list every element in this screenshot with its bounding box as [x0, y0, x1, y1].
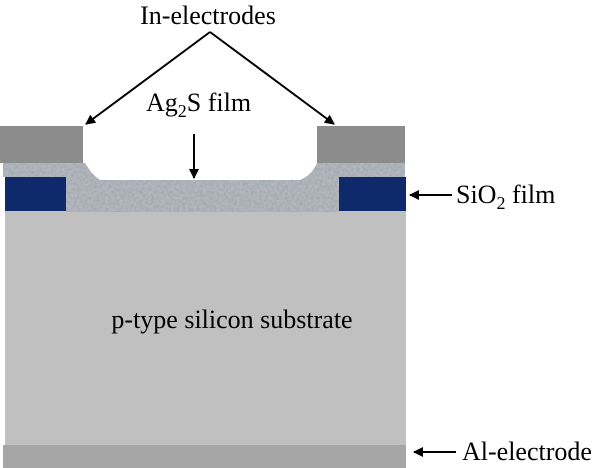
- label-substrate: p-type silicon substrate: [111, 305, 352, 334]
- substrate: [5, 211, 406, 446]
- sio2-left: [5, 177, 66, 211]
- sio2-right: [339, 177, 406, 211]
- in-electrode-left: [0, 126, 83, 163]
- arrow-in-left: [85, 31, 211, 125]
- label-ag2s-film: Ag2S film: [146, 88, 251, 121]
- arrow-in-right: [209, 31, 335, 125]
- label-sio2-film: SiO2 film: [456, 180, 555, 213]
- in-electrode-right: [317, 126, 405, 163]
- label-al-electrode: Al-electrode: [462, 437, 592, 466]
- al-electrode-layer: [3, 445, 406, 468]
- label-in-electrodes: In-electrodes: [140, 1, 276, 30]
- ag2s-film-layer: [3, 163, 405, 212]
